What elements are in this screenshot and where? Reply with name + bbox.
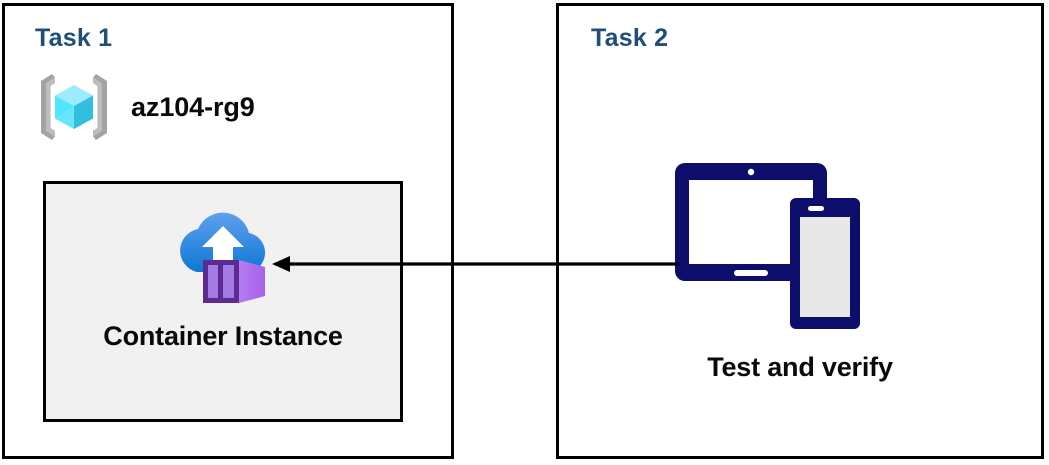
task-1-title: Task 1: [35, 24, 113, 52]
task-1-panel: Task 1: [2, 3, 454, 459]
container-instance-label: Container Instance: [103, 321, 343, 351]
azure-resource-group-icon: [41, 74, 107, 140]
devices-tablet-phone-icon: [675, 163, 860, 329]
container-instance-box: Container Instance: [43, 181, 403, 422]
test-and-verify-label: Test and verify: [707, 352, 893, 382]
azure-container-instance-icon: [180, 212, 266, 303]
resource-group-row: az104-rg9: [35, 68, 255, 146]
task-2-title: Task 2: [591, 24, 669, 52]
resource-group-name: az104-rg9: [131, 91, 255, 122]
